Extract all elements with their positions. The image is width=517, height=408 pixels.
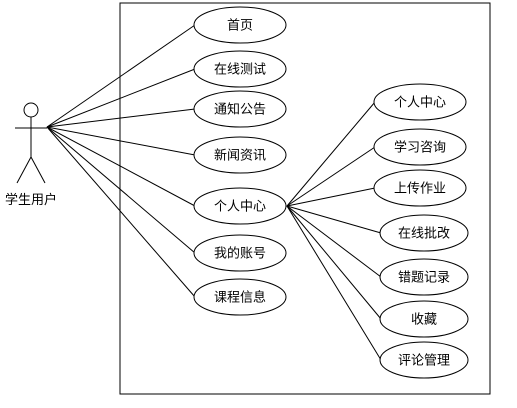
- use-case-favorites-ellipse: [379, 300, 469, 338]
- use-case-sub-personal-center-ellipse: [373, 83, 467, 121]
- use-case-online-test-label: 在线测试: [214, 63, 266, 78]
- include-line-sub-personal-center: [286, 101, 376, 207]
- use-case-home-label: 首页: [227, 19, 253, 34]
- use-case-study-consult-label: 学习咨询: [394, 140, 446, 156]
- use-case-favorites: 收藏: [379, 300, 469, 338]
- use-case-announcements: 通知公告: [193, 90, 287, 128]
- association-line-personal-center: [46, 126, 196, 207]
- use-case-upload-homework: 上传作业: [373, 169, 467, 207]
- use-case-study-consult: 学习咨询: [373, 128, 467, 166]
- association-line-my-account: [46, 126, 196, 254]
- use-case-favorites-label: 收藏: [411, 313, 437, 328]
- use-case-sub-personal-center: 个人中心: [373, 83, 467, 121]
- use-case-course-info-ellipse: [193, 278, 287, 316]
- use-case-wrong-records-label: 错题记录: [398, 271, 450, 286]
- actor-label: 学生用户: [5, 192, 57, 208]
- system-boundary: [119, 2, 491, 395]
- use-case-online-test-ellipse: [193, 50, 287, 88]
- use-case-wrong-records: 错题记录: [379, 258, 469, 296]
- use-case-sub-personal-center-label: 个人中心: [394, 96, 446, 111]
- use-case-news: 新闻资讯: [193, 136, 287, 174]
- include-line-online-grading: [286, 205, 382, 234]
- use-case-my-account: 我的账号: [193, 234, 287, 272]
- use-case-my-account-ellipse: [193, 234, 287, 272]
- association-lines: [46, 24, 382, 361]
- association-line-course-info: [46, 126, 196, 298]
- use-case-upload-homework-label: 上传作业: [394, 182, 446, 197]
- use-case-study-consult-ellipse: [373, 128, 467, 166]
- use-case-home-ellipse: [193, 6, 287, 44]
- use-case-online-grading-ellipse: [379, 214, 469, 252]
- use-case-comment-manage-label: 评论管理: [398, 354, 450, 369]
- use-case-course-info: 课程信息: [193, 278, 287, 316]
- use-case-my-account-label: 我的账号: [214, 246, 266, 262]
- use-case-online-test: 在线测试: [193, 50, 287, 88]
- use-case-comment-manage-ellipse: [379, 341, 469, 379]
- use-case-online-grading: 在线批改: [379, 214, 469, 252]
- use-case-announcements-label: 通知公告: [214, 102, 266, 118]
- actor-head: [23, 102, 39, 118]
- use-case-course-info-label: 课程信息: [214, 290, 266, 306]
- association-line-home: [46, 24, 196, 128]
- use-case-personal-center: 个人中心: [193, 187, 287, 225]
- use-case-news-label: 新闻资讯: [214, 148, 266, 164]
- use-case-personal-center-label: 个人中心: [214, 200, 266, 215]
- association-line-news: [46, 126, 196, 156]
- include-line-upload-homework: [286, 187, 376, 207]
- association-line-announcements: [46, 108, 196, 128]
- actor-student: [15, 102, 47, 184]
- include-line-comment-manage: [286, 205, 382, 361]
- include-line-wrong-records: [286, 205, 382, 278]
- use-case-personal-center-ellipse: [193, 187, 287, 225]
- association-line-online-test: [46, 68, 196, 128]
- include-line-study-consult: [286, 146, 376, 207]
- use-case-home: 首页: [193, 6, 287, 44]
- actor-left-leg: [16, 156, 32, 184]
- use-case-news-ellipse: [193, 136, 287, 174]
- use-case-comment-manage: 评论管理: [379, 341, 469, 379]
- actor-right-leg: [30, 156, 46, 184]
- use-case-announcements-ellipse: [193, 90, 287, 128]
- use-case-upload-homework-ellipse: [373, 169, 467, 207]
- use-case-wrong-records-ellipse: [379, 258, 469, 296]
- include-line-favorites: [286, 205, 382, 320]
- use-case-online-grading-label: 在线批改: [398, 227, 450, 242]
